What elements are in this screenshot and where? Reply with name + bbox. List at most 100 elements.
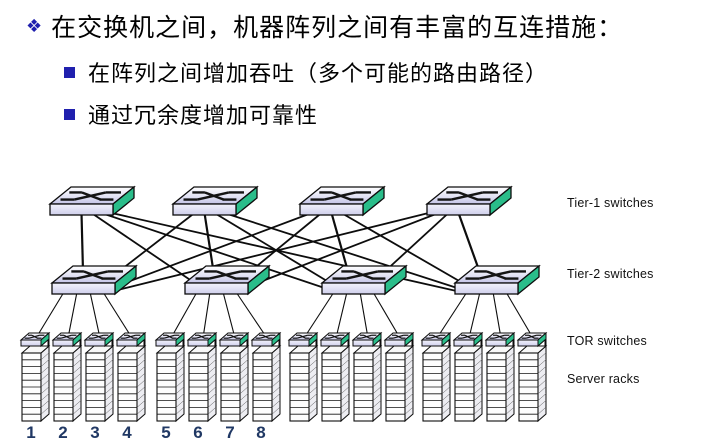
rack-number-2: 2 [58, 423, 68, 442]
tor-switch-9 [287, 331, 319, 348]
switch-front-face [49, 203, 114, 216]
switch-front-face [51, 282, 116, 295]
tier1-tier2-link [236, 212, 439, 292]
switch-front-face [288, 339, 310, 347]
tor-switch-14 [452, 331, 484, 348]
crossbar-icon [324, 334, 345, 339]
tier1-tier2-link [90, 212, 208, 292]
link-lines [35, 212, 534, 339]
switch-front-face [116, 339, 138, 347]
server-rack-7 [219, 339, 250, 423]
crossbar-icon [60, 191, 121, 201]
tor-switch-10 [319, 331, 351, 348]
network-nodes [19, 185, 548, 423]
tier2-switches-label: Tier-2 switches [567, 267, 654, 281]
crossbar-icon [356, 334, 377, 339]
server-rack-1 [20, 339, 51, 423]
bullet-line-2: 在阵列之间增加吞吐（多个可能的路由路径） [64, 56, 548, 88]
tier2-switch-3 [320, 264, 408, 296]
switch-front-face [485, 339, 507, 347]
bullet-2-text: 在阵列之间增加吞吐（多个可能的路由路径） [88, 61, 549, 86]
rack-number-7: 7 [225, 423, 235, 442]
tier2-tor-link [89, 291, 101, 339]
crossbar-icon [223, 334, 244, 339]
tier2-tor-link [372, 291, 401, 339]
tor-switches-label: TOR switches [567, 334, 647, 348]
bullet-line-3: 通过冗余度增加可靠性 [64, 98, 318, 130]
server-rack-8 [251, 339, 282, 423]
tier1-switch-4 [425, 185, 513, 217]
crossbar-icon [457, 334, 478, 339]
server-racks-label: Server racks [567, 372, 640, 386]
tier1-tier2-link [113, 212, 429, 292]
rack-number-8: 8 [256, 423, 266, 442]
crossbar-icon [159, 334, 180, 339]
switch-front-face [453, 339, 475, 347]
server-rack-5 [155, 339, 186, 423]
switch-front-face [320, 339, 342, 347]
rack-number-4: 4 [122, 423, 132, 442]
tier2-tor-link [492, 291, 502, 339]
tor-switch-2 [51, 331, 83, 348]
server-rack-4 [116, 339, 147, 423]
bullet-1-text: 在交换机之间，机器阵列之间有丰富的互连措施： [51, 15, 624, 42]
switch-front-face [84, 339, 106, 347]
tor-switch-15 [484, 331, 516, 348]
crossbar-icon [255, 334, 276, 339]
switch-front-face [426, 203, 491, 216]
crossbar-icon [489, 334, 510, 339]
switch-front-face [299, 203, 364, 216]
server-rack-3 [84, 339, 115, 423]
crossbar-icon [521, 334, 542, 339]
switch-front-face [172, 203, 237, 216]
server-rack-15 [485, 339, 516, 423]
server-rack-2 [52, 339, 83, 423]
tor-switch-7 [218, 331, 250, 348]
switch-front-face [251, 339, 273, 347]
crossbar-icon [437, 191, 498, 201]
crossbar-icon [56, 334, 77, 339]
crossbar-icon [388, 334, 409, 339]
tier2-tor-link [235, 291, 268, 339]
tier2-tor-link [505, 291, 534, 339]
server-rack-9 [288, 339, 319, 423]
tor-switch-4 [115, 331, 147, 348]
rack-number-5: 5 [161, 423, 171, 442]
switch-front-face [52, 339, 74, 347]
bullet-3-text: 通过冗余度增加可靠性 [88, 103, 319, 128]
tier1-switches-label: Tier-1 switches [567, 196, 654, 210]
tor-switch-13 [420, 331, 452, 348]
tier2-tor-link [303, 291, 335, 339]
tier2-tor-link [436, 291, 468, 339]
tor-switch-1 [19, 331, 51, 348]
tier1-tier2-link [214, 212, 344, 292]
tier1-tier2-link [103, 212, 312, 292]
crossbar-icon [191, 334, 212, 339]
tor-switch-16 [516, 331, 548, 348]
crossbar-icon [292, 334, 313, 339]
switch-front-face [352, 339, 374, 347]
tier1-tier2-link [101, 212, 334, 292]
switch-front-face [421, 339, 443, 347]
tor-switch-12 [383, 331, 415, 348]
tier2-tor-link [359, 291, 369, 339]
tier2-tor-link [202, 291, 211, 339]
tier2-tor-link [468, 291, 481, 339]
square-bullet-icon [64, 66, 75, 78]
crossbar-icon [195, 270, 256, 280]
crossbar-icon [120, 334, 141, 339]
crossbar-icon [465, 270, 526, 280]
crossbar-icon [62, 270, 123, 280]
tier1-tier2-link [224, 212, 467, 292]
tier2-tor-link [170, 291, 198, 339]
tor-switch-8 [250, 331, 282, 348]
crossbar-icon [332, 270, 393, 280]
crossbar-icon [310, 191, 371, 201]
rack-number-1: 1 [26, 423, 36, 442]
crossbar-icon [24, 334, 45, 339]
tier2-tor-link [67, 291, 78, 339]
tor-switch-5 [154, 331, 186, 348]
tier2-tor-link [222, 291, 236, 339]
